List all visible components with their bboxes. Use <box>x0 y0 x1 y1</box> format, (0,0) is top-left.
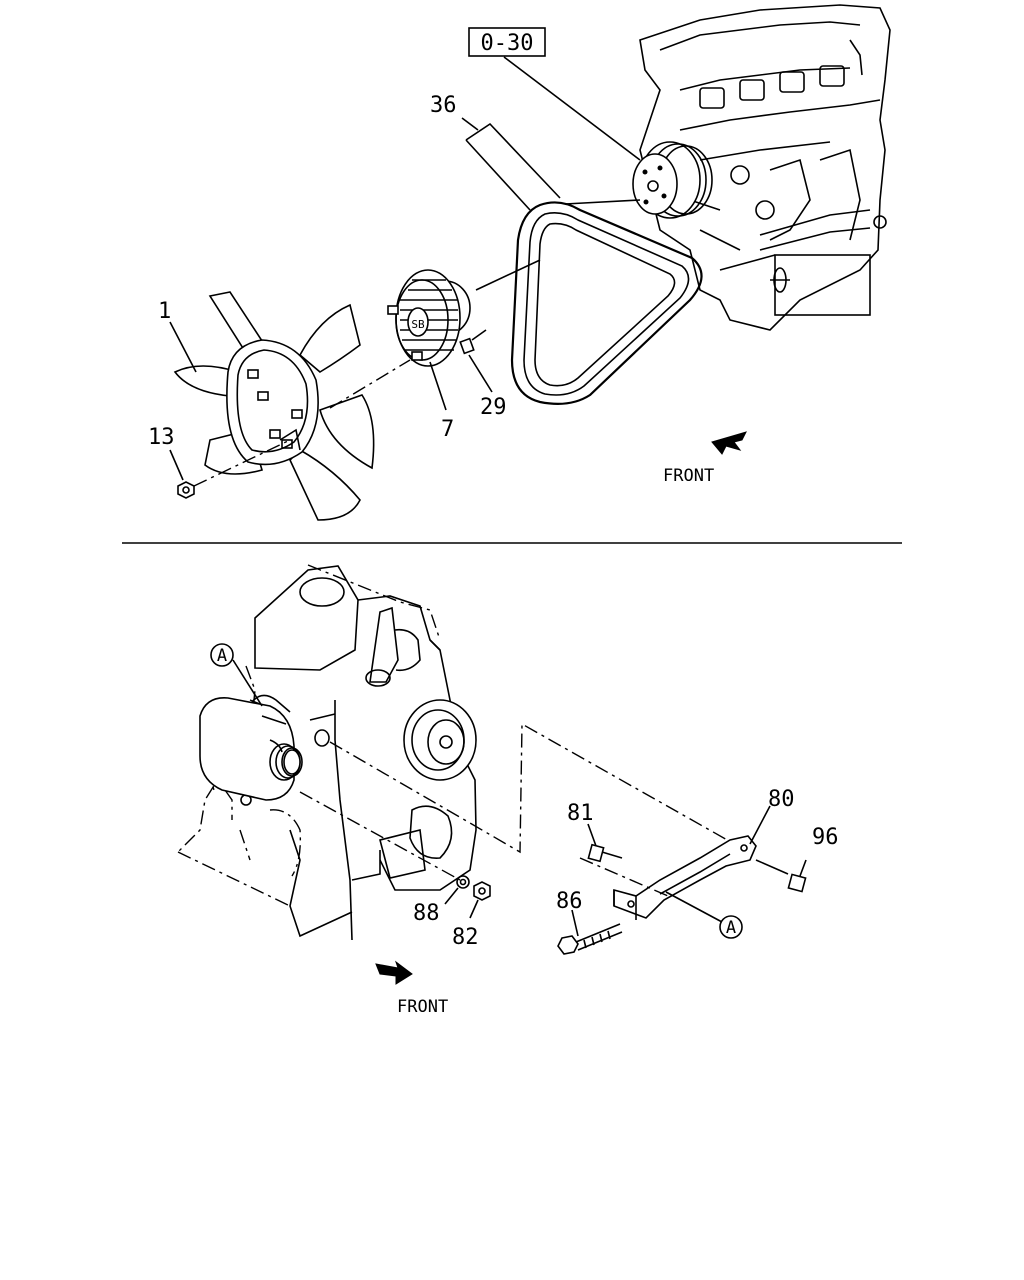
callout-7: 7 <box>441 417 454 442</box>
callout-86: 86 <box>556 889 583 914</box>
callout-36: 36 <box>430 93 457 118</box>
bolt-81: 81 <box>567 801 669 897</box>
adjust-bolt-path <box>329 722 746 854</box>
svg-text:SB: SB <box>411 318 425 331</box>
callout-29: 29 <box>480 395 507 420</box>
callout-1: 1 <box>158 299 171 324</box>
marker-a-upper-label: A <box>217 646 227 666</box>
callout-80: 80 <box>768 787 795 812</box>
pump-pulley <box>632 141 713 219</box>
callout-80-leader <box>749 805 771 845</box>
fan-clutch: SB <box>387 259 541 367</box>
front-arrow-bottom: FRONT <box>375 960 448 1017</box>
callout-82: 82 <box>452 925 479 950</box>
front-arrow-top: FRONT <box>663 431 747 486</box>
alternator-washer <box>314 729 330 747</box>
bolt-29: 29 <box>459 329 507 420</box>
reference-box-label: 0-30 <box>481 31 534 56</box>
marker-a-lower-label: A <box>726 918 736 938</box>
callout-88: 88 <box>413 901 440 926</box>
fan-clutch-fins <box>400 279 458 351</box>
bolt-86: 86 <box>556 889 623 955</box>
nut-13: 13 <box>148 425 291 499</box>
alternator <box>199 694 303 801</box>
v-belt <box>510 199 703 405</box>
callout-36-leader: 36 <box>430 93 561 211</box>
marker-a-lower: A <box>665 891 743 939</box>
callout-81: 81 <box>567 801 594 826</box>
callout-96: 96 <box>812 825 839 850</box>
adjusting-bracket <box>613 835 757 920</box>
reference-box: 0-30 <box>468 27 641 161</box>
front-label-bottom: FRONT <box>397 997 448 1017</box>
washer-88: 88 <box>299 791 470 926</box>
nut-82: 82 <box>452 881 491 950</box>
front-label-top: FRONT <box>663 466 714 486</box>
callout-13: 13 <box>148 425 175 450</box>
marker-a-upper: A <box>210 643 263 707</box>
callout-7-leader <box>429 361 447 411</box>
bolt-96: 96 <box>755 825 839 893</box>
fan-axis-line <box>329 359 411 409</box>
cooling-fan <box>173 291 375 521</box>
engine-block-bottom <box>177 564 477 941</box>
callout-1-leader <box>169 321 197 373</box>
